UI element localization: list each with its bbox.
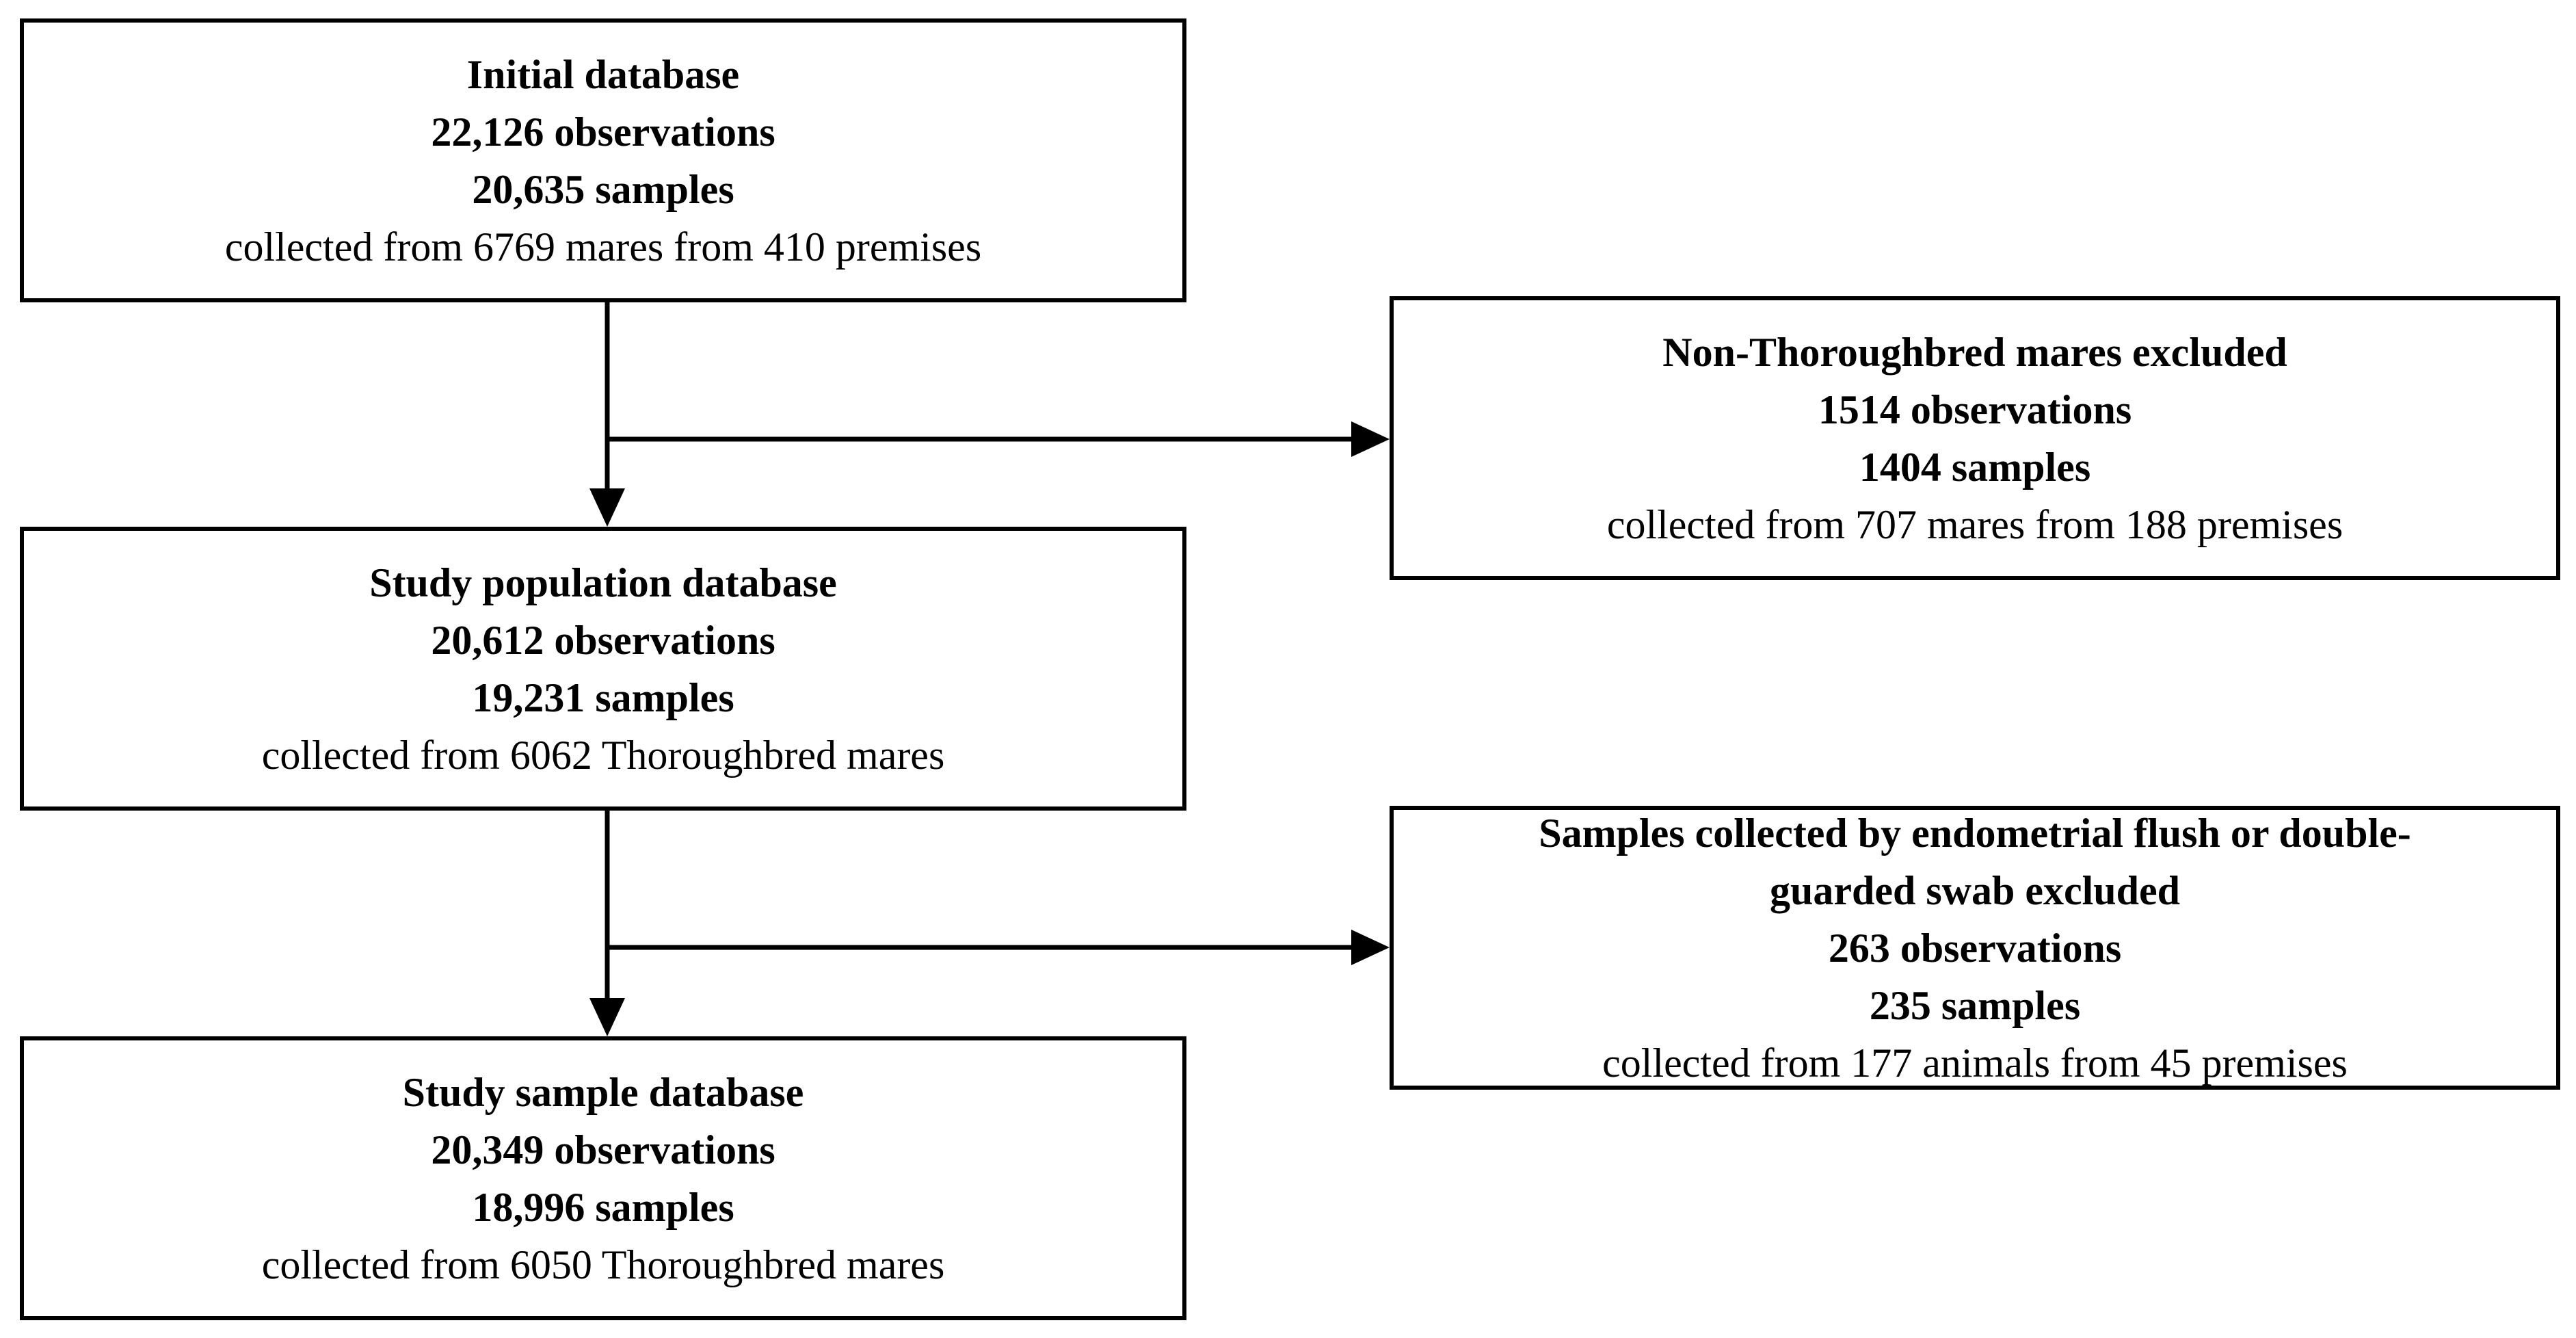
collection-detail: collected from 177 animals from 45 premi… <box>1602 1040 2348 1086</box>
box-title: Study sample database <box>402 1069 804 1115</box>
observations-count: 20,612 observations <box>431 617 775 663</box>
collection-detail: collected from 6769 mares from 410 premi… <box>224 224 982 270</box>
initial-database-box: Initial database 22,126 observations 20,… <box>20 18 1186 302</box>
observations-count: 1514 observations <box>1818 386 2132 432</box>
samples-count: 235 samples <box>1869 982 2081 1028</box>
box-title: Initial database <box>466 51 740 97</box>
box-title-line-1: Samples collected by endometrial flush o… <box>1539 810 2411 856</box>
collection-detail: collected from 707 mares from 188 premis… <box>1606 501 2343 547</box>
box-title: Study population database <box>369 560 837 605</box>
collection-detail: collected from 6050 Thoroughbred mares <box>261 1242 945 1287</box>
flush-swab-excluded-box: Samples collected by endometrial flush o… <box>1390 806 2560 1090</box>
box-title-line-2: guarded swab excluded <box>1769 867 2181 913</box>
samples-count: 1404 samples <box>1859 444 2091 490</box>
arrowhead-flush-excluded <box>1351 930 1390 965</box>
observations-count: 22,126 observations <box>431 109 775 155</box>
box-title: Non-Thoroughbred mares excluded <box>1662 329 2287 375</box>
arrowhead-study-population <box>589 488 625 527</box>
arrowhead-study-sample <box>589 998 625 1036</box>
study-population-database-box: Study population database 20,612 observa… <box>20 527 1186 811</box>
samples-count: 19,231 samples <box>472 674 734 720</box>
collection-detail: collected from 6062 Thoroughbred mares <box>261 732 945 778</box>
non-thoroughbred-excluded-box: Non-Thoroughbred mares excluded 1514 obs… <box>1390 296 2560 580</box>
samples-count: 20,635 samples <box>472 166 734 212</box>
study-sample-database-box: Study sample database 20,349 observation… <box>20 1036 1186 1320</box>
samples-count: 18,996 samples <box>472 1184 734 1230</box>
observations-count: 263 observations <box>1828 925 2122 971</box>
observations-count: 20,349 observations <box>431 1127 775 1172</box>
arrowhead-non-thoroughbred <box>1351 421 1390 457</box>
